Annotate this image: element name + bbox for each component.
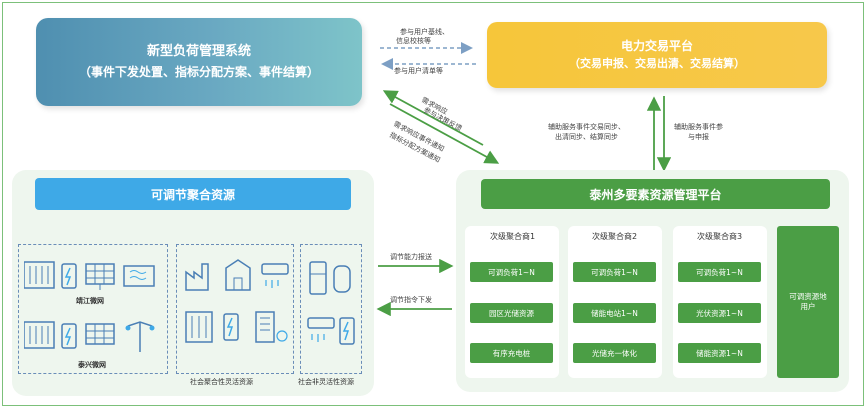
office-building-icon (255, 311, 288, 343)
microgrid-jingjiang-icons (24, 261, 155, 290)
system-title: 新型负荷管理系统 (146, 44, 251, 59)
solar-panel-icon (85, 323, 115, 345)
direct-user-label-1: 可调资源地 (789, 292, 827, 301)
aggregator-title: 次级聚合商2 (592, 232, 638, 241)
flexible-group (176, 244, 294, 374)
resource-item[interactable]: 储能资源1~N (678, 343, 761, 363)
label-ancillary-bid-1: 辅助服务事件参 (674, 123, 723, 131)
resource-item[interactable]: 光伏资源1~N (678, 303, 761, 323)
label-ancillary-sync-1: 辅助服务事件交易同步、 (548, 123, 625, 131)
ev-charger-icon (223, 313, 239, 341)
refrigerator-icon (309, 261, 327, 295)
aggregator-title: 次级聚合商3 (697, 232, 743, 241)
arrow-system-to-platform (389, 103, 500, 164)
container-battery-icon (24, 321, 55, 349)
ev-charger-icon (339, 317, 355, 345)
nonflexible-resource-label: 社会非灵活性资源 (298, 378, 354, 386)
platform-title: 泰州多要素资源管理平台 (481, 179, 830, 209)
water-heater-icon (333, 265, 351, 293)
air-conditioner-icon (261, 263, 289, 288)
microgrid-jingjiang-label: 靖江微网 (76, 297, 104, 305)
flexible-resource-label: 社会聚合性灵活资源 (190, 378, 253, 386)
nonflexible-resource-icons (307, 261, 355, 345)
aggregator-title: 次级聚合商1 (490, 232, 536, 241)
building-icon (225, 259, 251, 291)
resource-item[interactable]: 光储充一体化 (573, 343, 656, 363)
label-command: 调节指令下发 (390, 296, 432, 304)
resource-item[interactable]: 可调负荷1~N (573, 262, 656, 282)
resource-item[interactable]: 有序充电桩 (470, 343, 553, 363)
label-to-market-1: 参与用户基线、 (400, 28, 449, 36)
nonflexible-group (300, 244, 362, 374)
container-battery-icon (185, 311, 213, 343)
flexible-resource-icons (185, 259, 289, 343)
label-to-system: 参与用户清单等 (394, 67, 443, 75)
direct-user-box[interactable]: 可调资源地 用户 (777, 226, 839, 378)
air-conditioner-icon (307, 317, 335, 342)
label-report: 调节能力报送 (390, 253, 432, 261)
solar-panel-icon (85, 263, 115, 290)
resource-item[interactable]: 园区光储资源 (470, 303, 553, 323)
ev-charger-icon (61, 263, 77, 289)
microgrid-group (18, 244, 168, 374)
factory-icon (185, 263, 209, 291)
load-management-system-box[interactable]: 新型负荷管理系统 （事件下发处置、指标分配方案、事件结算） (36, 18, 362, 106)
resource-title: 可调节聚合资源 (35, 178, 351, 210)
ev-charger-icon (61, 323, 77, 349)
power-trading-platform-box[interactable]: 电力交易平台 （交易申报、交易出清、交易结算） (487, 22, 827, 88)
microgrid-taixing-icons (24, 321, 155, 352)
container-battery-icon (24, 261, 55, 289)
market-title: 电力交易平台 (620, 39, 693, 53)
street-lamp-icon (125, 321, 155, 352)
resource-item[interactable]: 可调负荷1~N (470, 262, 553, 282)
system-subtitle: （事件下发处置、指标分配方案、事件结算） (78, 65, 319, 79)
resource-item[interactable]: 储能电站1~N (573, 303, 656, 323)
resource-item[interactable]: 可调负荷1~N (678, 262, 761, 282)
arrow-platform-to-system (382, 90, 484, 146)
label-to-market-2: 信息校核等 (396, 37, 431, 45)
generator-icon (123, 265, 155, 287)
microgrid-taixing-label: 泰兴微网 (78, 361, 106, 369)
label-ancillary-sync-2: 出清同步、结算同步 (555, 133, 618, 141)
direct-user-label-2: 用户 (800, 302, 816, 311)
label-ancillary-bid-2: 与申报 (688, 133, 709, 141)
market-subtitle: （交易申报、交易出清、交易结算） (569, 57, 745, 70)
